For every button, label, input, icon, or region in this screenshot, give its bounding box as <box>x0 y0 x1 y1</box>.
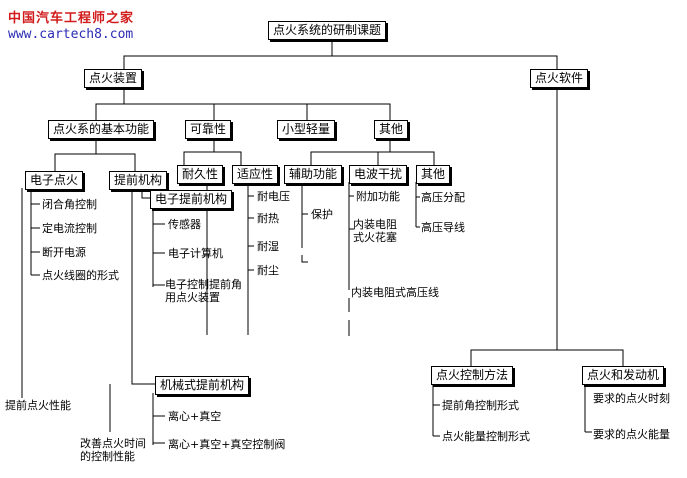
node-ignition-and-engine: 点火和发动机 <box>582 366 665 385</box>
watermark-site-name: 中国汽车工程师之家 <box>8 11 135 26</box>
node-reliability: 可靠性 <box>185 120 232 139</box>
label-voltage-resistance: 耐电压 <box>257 190 290 203</box>
label-ecu-advance-2: 用点火装置 <box>165 291 220 304</box>
label-constant-current: 定电流控制 <box>42 222 97 235</box>
label-dwell-control: 闭合角控制 <box>42 198 97 211</box>
label-computer: 电子计算机 <box>168 247 223 260</box>
edge-root-device <box>123 40 333 69</box>
edge-engine-children <box>584 384 592 433</box>
edge-aux-dash <box>301 255 308 263</box>
label-required-energy: 要求的点火能量 <box>593 428 670 441</box>
edge-software-engine <box>557 349 624 366</box>
node-others-2: 其他 <box>416 165 451 184</box>
node-basic-function: 点火系的基本功能 <box>48 120 155 139</box>
edge-root-software <box>332 55 558 69</box>
label-improve-timing-2: 的控制性能 <box>80 450 135 463</box>
edge-rel-durability <box>183 137 215 165</box>
edge-basic-advance <box>96 153 136 171</box>
label-advance-performance: 提前点火性能 <box>5 399 71 412</box>
label-resistor-plug-1: 内装电阻 <box>353 218 397 231</box>
label-power-cutoff: 断开电源 <box>42 246 86 259</box>
label-hv-distribution: 高压分配 <box>421 191 465 204</box>
node-advance-mechanism: 提前机构 <box>109 171 168 190</box>
edge-madvance-children <box>152 393 165 445</box>
edge-advance-mechanical <box>131 188 155 385</box>
edge-adaptability-children <box>247 182 254 335</box>
node-auxiliary-function: 辅助功能 <box>284 165 343 184</box>
label-ecu-advance-1: 电子控制提前角 <box>165 278 242 291</box>
node-durability: 耐久性 <box>177 165 224 184</box>
edge-advance-electronic <box>141 188 150 199</box>
label-advance-control-form: 提前角控制形式 <box>442 399 519 412</box>
label-humidity-resistance: 耐湿 <box>257 240 279 253</box>
node-mechanical-advance: 机械式提前机构 <box>155 376 250 395</box>
edge-rel-adaptability <box>214 151 242 165</box>
node-electronic-advance: 电子提前机构 <box>150 190 233 209</box>
edge-device-basic <box>95 85 125 120</box>
node-others-1: 其他 <box>374 120 409 139</box>
node-ignition-control-method: 点火控制方法 <box>431 366 514 385</box>
edge-others-other2 <box>390 151 435 165</box>
label-dust-resistance: 耐尘 <box>257 264 279 277</box>
edge-aux-children <box>301 183 308 248</box>
label-additional-function: 附加功能 <box>356 190 400 203</box>
edge-other2-children <box>415 182 420 228</box>
node-research-topics: 点火系统的研制课题 <box>268 21 387 40</box>
label-centrifugal-vacuum-valve: 离心+真空+真空控制阀 <box>168 438 286 451</box>
node-adaptability: 适应性 <box>232 165 279 184</box>
edge-basic-electronic <box>54 137 97 171</box>
node-electronic-ignition: 电子点火 <box>25 171 84 190</box>
edge-others-aux <box>310 137 391 165</box>
node-compact-light: 小型轻量 <box>277 120 336 139</box>
label-required-timing: 要求的点火时刻 <box>593 392 670 405</box>
edge-control-children <box>432 384 440 437</box>
edge-emi-children <box>348 182 354 290</box>
label-sensor: 传感器 <box>168 218 201 231</box>
label-heat-resistance: 耐热 <box>257 212 279 225</box>
label-centrifugal-vacuum: 离心+真空 <box>168 410 222 423</box>
edge-electronic-children <box>30 188 40 276</box>
edge-eadvance-children <box>152 207 165 287</box>
node-ignition-software: 点火软件 <box>530 69 589 88</box>
label-resistor-wire: 内装电阻式高压线 <box>351 286 439 299</box>
label-resistor-plug-2: 式火花塞 <box>353 231 397 244</box>
node-radio-interference: 电波干扰 <box>349 165 408 184</box>
label-improve-timing-1: 改善点火时间 <box>80 437 146 450</box>
watermark-site-url: www.cartech8.com <box>8 27 134 42</box>
label-hv-wire: 高压导线 <box>421 221 465 234</box>
label-energy-control-form: 点火能量控制形式 <box>442 430 530 443</box>
node-ignition-device: 点火装置 <box>84 69 143 88</box>
edge-device-others <box>124 103 391 120</box>
label-coil-form: 点火线圈的形式 <box>42 269 119 282</box>
label-protection: 保护 <box>311 208 333 221</box>
edge-software-control <box>470 85 558 366</box>
